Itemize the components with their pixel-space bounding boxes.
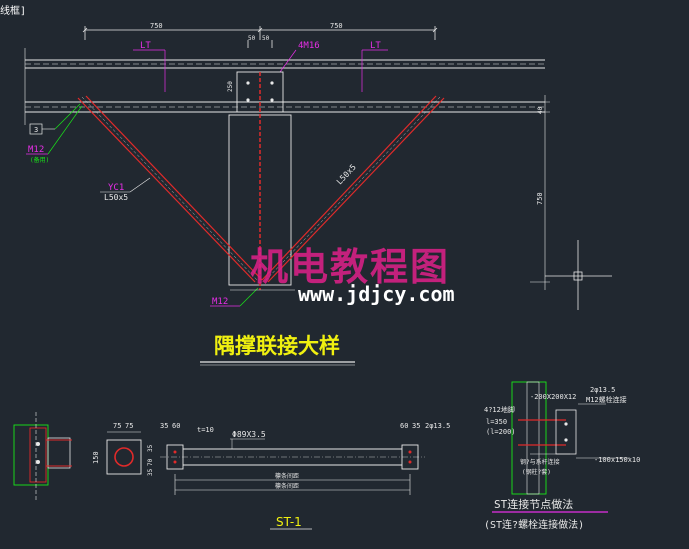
detail-title: 隅撑联接大样: [214, 334, 340, 358]
bottom-note-1: 钢?与系杆连接: [520, 458, 560, 466]
m12-note: M12螺栓连接: [586, 395, 627, 404]
watermark-url: www.jdjcy.com: [298, 282, 455, 306]
m12-left-sub: (备用): [30, 156, 49, 164]
bottom-note-2: (钢柱?套): [522, 468, 551, 476]
hole-label: 2φ13.5: [590, 386, 615, 394]
plate-200-label: -200X200X12: [530, 393, 576, 401]
bolt-label-4m16: 4M16: [298, 41, 320, 51]
st1-pipe: [160, 444, 425, 470]
lt-label-right: LT: [370, 41, 381, 51]
vert-dim-35-b: 35: [147, 468, 154, 476]
vert-dim-70: 70: [147, 458, 154, 466]
lt-label-left: LT: [140, 41, 151, 51]
dim-hole-right: 2φ13.5: [425, 422, 450, 430]
dim-75-b: 75: [125, 422, 133, 430]
vert-dim-35-a: 35: [147, 444, 154, 452]
st-caption-1: ST连接节点做法: [494, 497, 573, 511]
dim-750-left: 750: [150, 22, 163, 30]
anchor-note: 4?12地脚: [484, 405, 515, 414]
l350: l=350: [486, 418, 507, 426]
right-dimension: [530, 95, 550, 290]
purlin-bottom: [25, 101, 545, 113]
dim-60-right: 60: [400, 422, 408, 430]
dim-35-left: 35: [160, 422, 168, 430]
dim-t10: t=10: [197, 426, 214, 434]
dim-750-vertical: 750: [536, 192, 544, 205]
yc1-label: YC1: [108, 183, 124, 193]
frame-tag: 线框]: [0, 6, 27, 17]
watermark-cn: 机电教程图: [250, 244, 451, 289]
m12-bottom-label: M12: [212, 297, 228, 307]
yc1-size: L50x5: [104, 193, 128, 202]
pipe-section: [106, 431, 142, 475]
pipe-size-label: Φ89X3.5: [232, 430, 266, 439]
brace-right: [261, 95, 445, 283]
dim-35-right: 35: [412, 422, 420, 430]
bolt-group: [246, 81, 274, 102]
st-connection-detail: -200X200X12 2φ13.5 M12螺栓连接 4?12地脚 l=350 …: [484, 381, 640, 531]
plate-100-label: -100x150x10: [594, 456, 640, 464]
brace-left: [77, 95, 263, 283]
purlin-spacing-1: 檩条间距: [275, 472, 299, 480]
dim-250: 250: [227, 81, 234, 92]
purlin-spacing-2: 檩条间距: [275, 482, 299, 490]
dim-50-b: 50: [262, 35, 270, 42]
dim-60-left: 60: [172, 422, 180, 430]
st1-caption: ST-1: [276, 515, 302, 529]
purlin-top: [25, 59, 545, 69]
crosshair-icon: [545, 240, 612, 310]
note-box-left-text: 3: [34, 126, 38, 134]
top-detail: 750 750 50 50 LT LT 4M16 25: [24, 22, 612, 366]
l200: (l=200): [486, 428, 516, 436]
m12-left-label: M12: [28, 145, 44, 155]
st1-detail: 75 75 150 35 60 t=10 Φ89X3.5 60 35 2φ13.…: [13, 412, 450, 530]
dim-75-a: 75: [113, 422, 121, 430]
st-caption-2: (ST连?螺栓连接做法): [484, 518, 584, 531]
dim-750-right: 750: [330, 22, 343, 30]
dim-50-a: 50: [248, 35, 256, 42]
st1-end-elevation: [13, 412, 72, 500]
dim-40: 40: [537, 106, 544, 114]
top-dimension-line: [82, 26, 438, 48]
dim-150: 150: [92, 451, 100, 464]
st1-length-dims: [174, 474, 411, 495]
